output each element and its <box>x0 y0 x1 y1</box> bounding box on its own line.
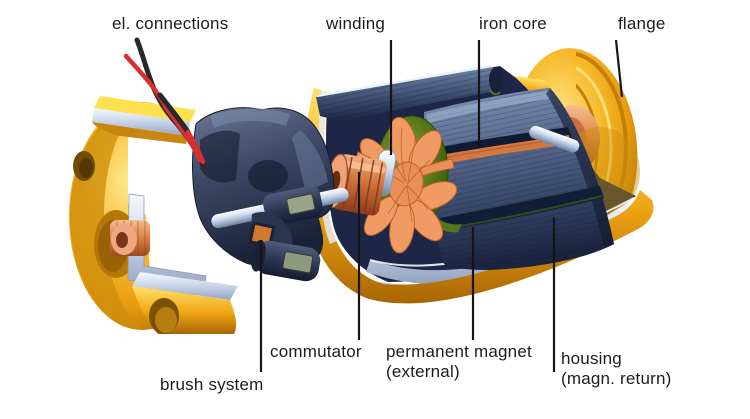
label-housing-line2: (magn. return) <box>561 369 672 388</box>
flange-lower-arm <box>132 272 238 334</box>
rotor <box>304 64 614 270</box>
label-permanent-magnet-line1: permanent magnet <box>386 342 532 361</box>
flange-front-bushing <box>110 220 150 256</box>
leader-lines <box>259 39 624 372</box>
label-permanent-magnet-line2: (external) <box>386 362 460 381</box>
label-housing-line1: housing <box>561 349 622 368</box>
label-housing: housing (magn. return) <box>561 349 672 389</box>
core-slot-lower <box>440 186 604 231</box>
label-el-connections: el. connections <box>112 14 229 33</box>
label-winding: winding <box>326 14 386 33</box>
label-commutator: commutator <box>270 342 362 361</box>
shaft-sleeve <box>262 185 323 226</box>
connection-wires <box>123 37 207 169</box>
label-brush-system: brush system <box>160 375 264 394</box>
label-flange: flange <box>618 14 666 33</box>
label-iron-core: iron core <box>479 14 547 33</box>
iron-core <box>424 88 614 270</box>
leader-line-flange <box>614 39 624 98</box>
iron-core-top-pole <box>316 64 503 121</box>
shaft-rear <box>529 125 580 153</box>
label-permanent-magnet: permanent magnet (external) <box>386 342 532 382</box>
wire-red <box>123 53 203 163</box>
